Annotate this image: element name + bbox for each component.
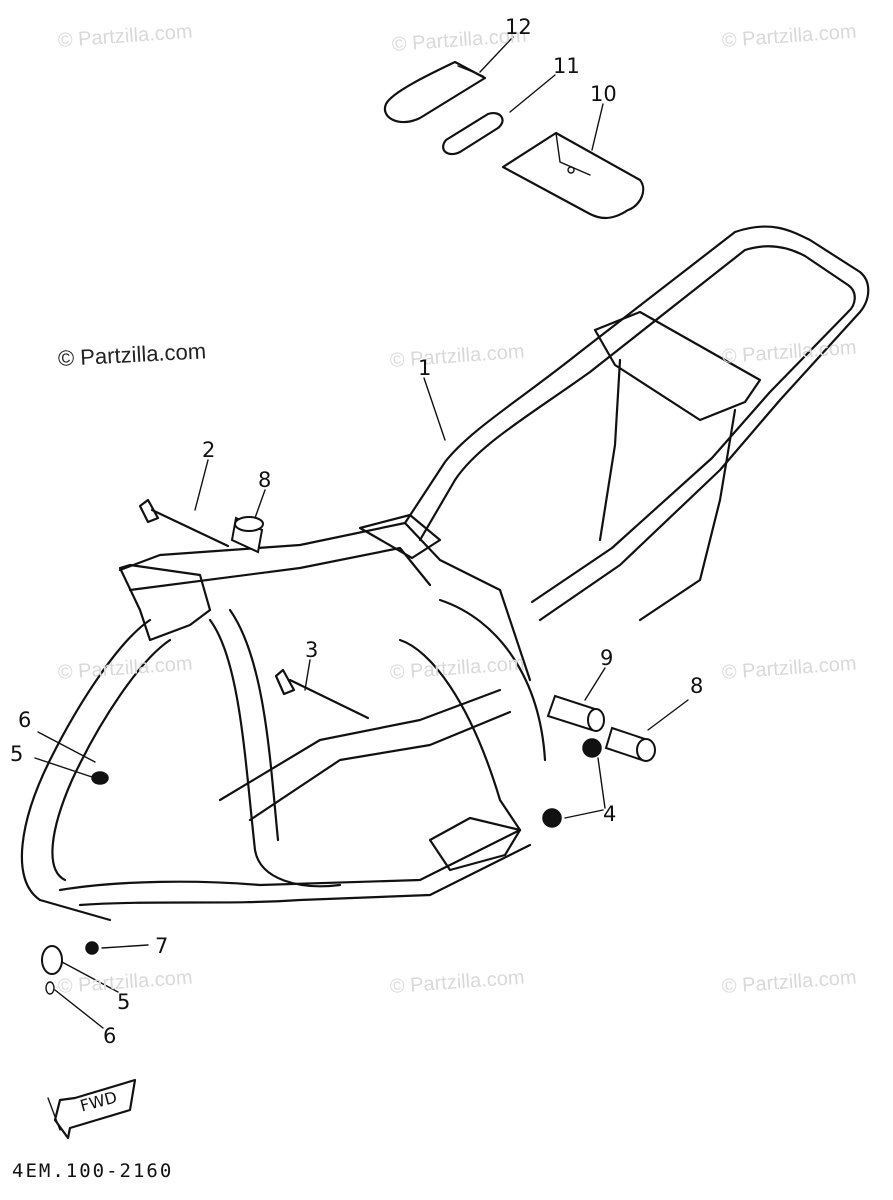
callout-7: 7	[155, 934, 169, 958]
callout-2: 2	[202, 438, 216, 462]
part-11-band	[442, 112, 504, 156]
part-10-tool-bag	[501, 131, 645, 220]
callout-3: 3	[305, 638, 319, 662]
part-12-strap	[383, 60, 487, 124]
callout-1: 1	[418, 356, 432, 380]
part-2-bolt	[138, 498, 230, 548]
diagram-code: 4EM.100-2160	[12, 1160, 174, 1182]
callout-6: 6	[18, 708, 32, 732]
callout-4: 4	[603, 802, 617, 826]
part-8-collar-upper	[230, 516, 264, 554]
callout-9: 9	[600, 646, 614, 670]
leader-lines	[34, 36, 689, 1029]
callout-12: 12	[505, 15, 532, 39]
part-9-spacer	[546, 694, 605, 732]
callout-10: 10	[590, 82, 617, 106]
part-4-nuts	[542, 738, 606, 828]
fwd-arrow	[47, 1078, 137, 1140]
part-8-collar-lower	[604, 726, 656, 762]
callout-8: 8	[258, 468, 272, 492]
callout-11: 11	[553, 54, 580, 78]
part-3-bolt	[274, 668, 370, 720]
callout-5: 5	[10, 742, 24, 766]
callout-5: 5	[117, 990, 131, 1014]
callout-8: 8	[690, 674, 704, 698]
callout-6: 6	[103, 1024, 117, 1048]
part-5-6-7-small	[41, 771, 109, 995]
part-1-frame	[20, 225, 870, 922]
